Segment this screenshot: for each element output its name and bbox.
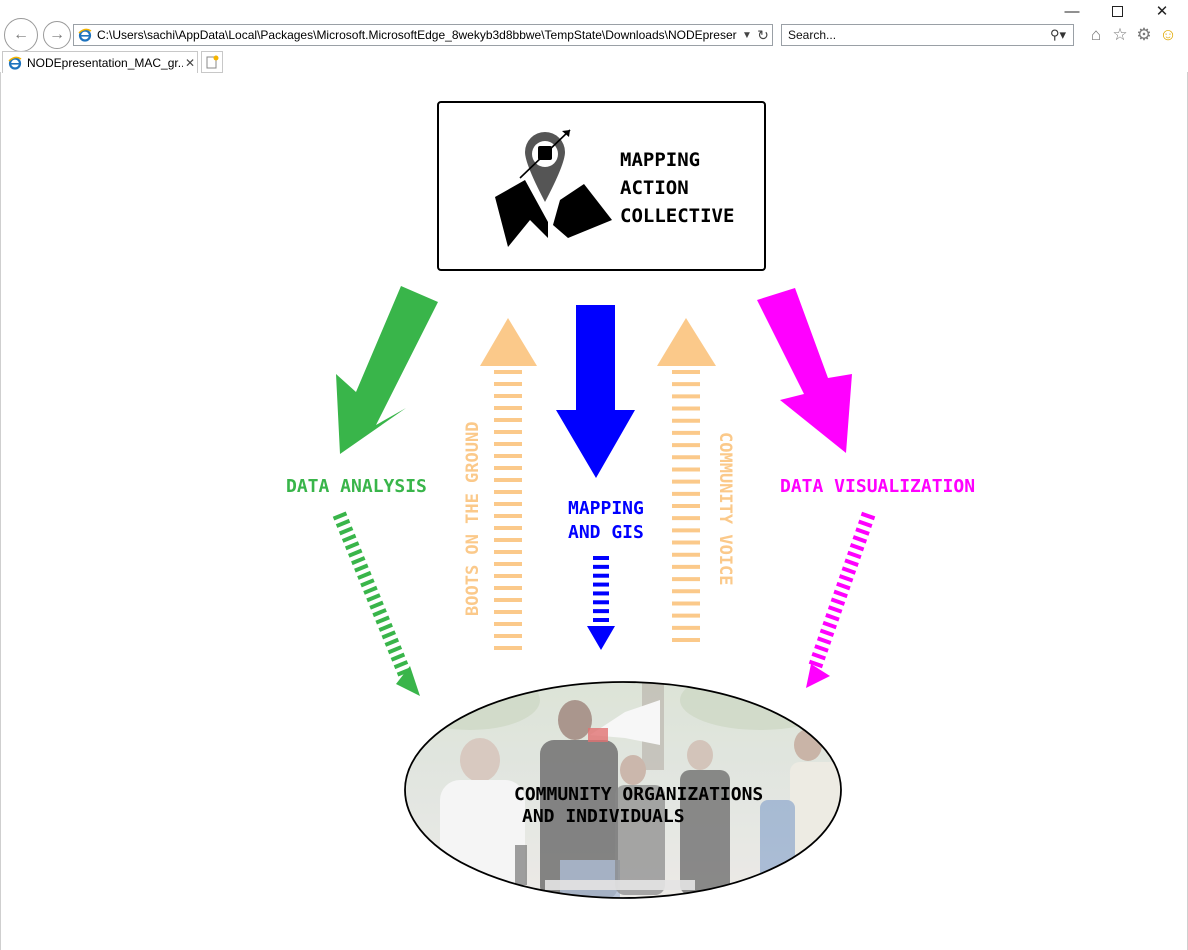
close-icon: ✕ xyxy=(1155,3,1169,20)
smiley-icon: ☺ xyxy=(1159,25,1177,44)
dash-segment xyxy=(819,628,835,638)
dash-segment xyxy=(366,593,381,603)
dash-segment xyxy=(369,600,384,610)
dash-segment xyxy=(341,533,357,543)
dash-segment xyxy=(393,660,409,670)
label-community-voice: COMMUNITY VOICE xyxy=(715,432,735,586)
gear-icon: ⚙ xyxy=(1136,25,1152,44)
logo-text-line1: MAPPING xyxy=(620,149,700,171)
label-community-line1: COMMUNITY ORGANIZATIONS xyxy=(514,784,763,805)
dash-segment xyxy=(836,581,851,591)
dash-segment xyxy=(860,511,876,521)
arrow-data-analysis xyxy=(336,286,438,454)
arrow-mapping xyxy=(556,305,635,478)
dash-segment xyxy=(825,613,840,622)
dash-segment xyxy=(360,578,375,588)
address-text: C:\Users\sachi\AppData\Local\Packages\Mi… xyxy=(97,28,737,42)
dash-segment xyxy=(387,645,403,655)
dash-segment xyxy=(822,620,837,630)
dashed-arrow-green xyxy=(332,511,420,696)
star-icon: ☆ xyxy=(1112,25,1128,44)
dash-segment xyxy=(855,527,870,536)
community-oval xyxy=(404,681,842,899)
dash-segment xyxy=(852,535,868,544)
new-tab-button[interactable] xyxy=(201,51,223,73)
dash-segment xyxy=(816,636,832,645)
dash-segment xyxy=(849,542,865,552)
forward-button[interactable]: → xyxy=(43,21,71,49)
dash-segment xyxy=(335,518,351,528)
search-icon[interactable]: ⚲▾ xyxy=(1049,27,1067,42)
tab-title: NODEpresentation_MAC_gr... xyxy=(27,55,183,70)
dash-segment xyxy=(332,511,348,521)
dash-segment xyxy=(841,566,857,575)
dash-segment xyxy=(375,615,390,625)
dash-segment xyxy=(808,659,824,669)
label-data-visualization: DATA VISUALIZATION xyxy=(780,476,975,497)
label-boots-on-the-ground: BOOTS ON THE GROUND xyxy=(463,422,483,616)
logo-text-line2: ACTION xyxy=(620,177,689,199)
favorites-button[interactable]: ☆ xyxy=(1109,24,1131,46)
back-arrow-icon: ← xyxy=(13,26,29,43)
dash-segment xyxy=(396,667,412,677)
logo-box xyxy=(437,101,766,271)
refresh-icon[interactable]: ↻ xyxy=(757,26,769,43)
arrow-community-voice xyxy=(657,318,716,642)
minimize-icon: — xyxy=(1064,2,1080,20)
tab-close-icon[interactable]: ✕ xyxy=(184,55,196,70)
dash-segment xyxy=(357,570,372,580)
ie-logo-icon xyxy=(78,28,92,42)
home-icon: ⌂ xyxy=(1090,25,1102,44)
dashed-arrow-magenta xyxy=(806,511,876,688)
settings-button[interactable]: ⚙ xyxy=(1133,24,1155,46)
dash-segment xyxy=(390,652,406,662)
feedback-button[interactable]: ☺ xyxy=(1157,24,1179,46)
address-bar[interactable]: C:\Users\sachi\AppData\Local\Packages\Mi… xyxy=(73,24,773,46)
browser-chrome: — ✕ ← → C:\Users\sachi\AppData\Local\Pac… xyxy=(0,0,1188,75)
address-dropdown-icon[interactable]: ▼ xyxy=(742,29,752,41)
dash-segment xyxy=(354,563,369,573)
forward-arrow-icon: → xyxy=(49,26,65,43)
new-tab-icon xyxy=(206,55,219,69)
dash-segment xyxy=(827,605,843,614)
close-button[interactable]: ✕ xyxy=(1139,0,1185,22)
ie-logo-icon xyxy=(8,56,22,70)
dash-segment xyxy=(351,556,366,566)
dash-segment xyxy=(372,608,387,618)
dash-segment xyxy=(830,597,846,606)
dash-segment xyxy=(847,550,862,560)
maximize-button[interactable] xyxy=(1094,0,1140,22)
label-mapping-line2: AND GIS xyxy=(568,522,644,543)
arrow-data-visualization xyxy=(757,288,852,453)
dash-segment xyxy=(844,558,859,567)
dash-segment xyxy=(338,526,354,536)
map-pin-fist-icon xyxy=(495,129,612,247)
label-data-analysis: DATA ANALYSIS xyxy=(286,476,427,497)
search-box[interactable]: ⚲▾ xyxy=(781,24,1074,46)
arrow-boots-on-the-ground xyxy=(480,318,537,650)
label-mapping-line1: MAPPING xyxy=(568,498,644,519)
maximize-icon xyxy=(1111,5,1123,17)
home-button[interactable]: ⌂ xyxy=(1085,24,1107,46)
dash-segment xyxy=(381,630,396,640)
dash-segment xyxy=(348,548,363,558)
dash-segment xyxy=(384,637,400,647)
dashed-arrow-blue xyxy=(587,556,615,650)
dash-segment xyxy=(363,585,378,595)
dash-segment xyxy=(811,652,827,661)
minimize-button[interactable]: — xyxy=(1049,0,1095,22)
label-community-line2: AND INDIVIDUALS xyxy=(522,806,685,827)
logo-text-line3: COLLECTIVE xyxy=(620,205,734,227)
tab-active[interactable]: NODEpresentation_MAC_gr... ✕ xyxy=(2,51,198,73)
dash-segment xyxy=(814,644,829,653)
back-button[interactable]: ← xyxy=(4,18,38,52)
search-input[interactable] xyxy=(782,25,1043,45)
dash-segment xyxy=(857,519,873,528)
dash-segment xyxy=(344,541,360,551)
dash-segment xyxy=(378,622,393,632)
dash-segment xyxy=(833,589,848,599)
dash-segment xyxy=(838,574,854,583)
